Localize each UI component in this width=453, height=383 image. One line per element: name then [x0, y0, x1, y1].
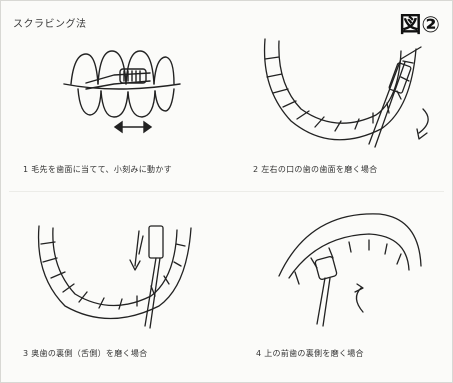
document-title: スクラビング法: [13, 15, 87, 30]
caption-panel-4: 4 上の前歯の裏側を磨く場合: [256, 348, 364, 359]
illustration-lower-arch-back: [19, 206, 209, 336]
illustration-front-teeth-inner: [269, 206, 429, 336]
section-divider: [9, 191, 444, 192]
motion-double-arrow-icon: [113, 119, 153, 135]
caption-panel-1: 1 毛先を歯面に当てて、小刻みに動かす: [23, 164, 172, 175]
caption-panel-2: 2 左右の口の歯の歯面を磨く場合: [253, 164, 377, 175]
illustration-upper-arch-side: [251, 29, 441, 159]
caption-panel-3: 3 奥歯の裏側（舌側）を磨く場合: [23, 348, 147, 359]
